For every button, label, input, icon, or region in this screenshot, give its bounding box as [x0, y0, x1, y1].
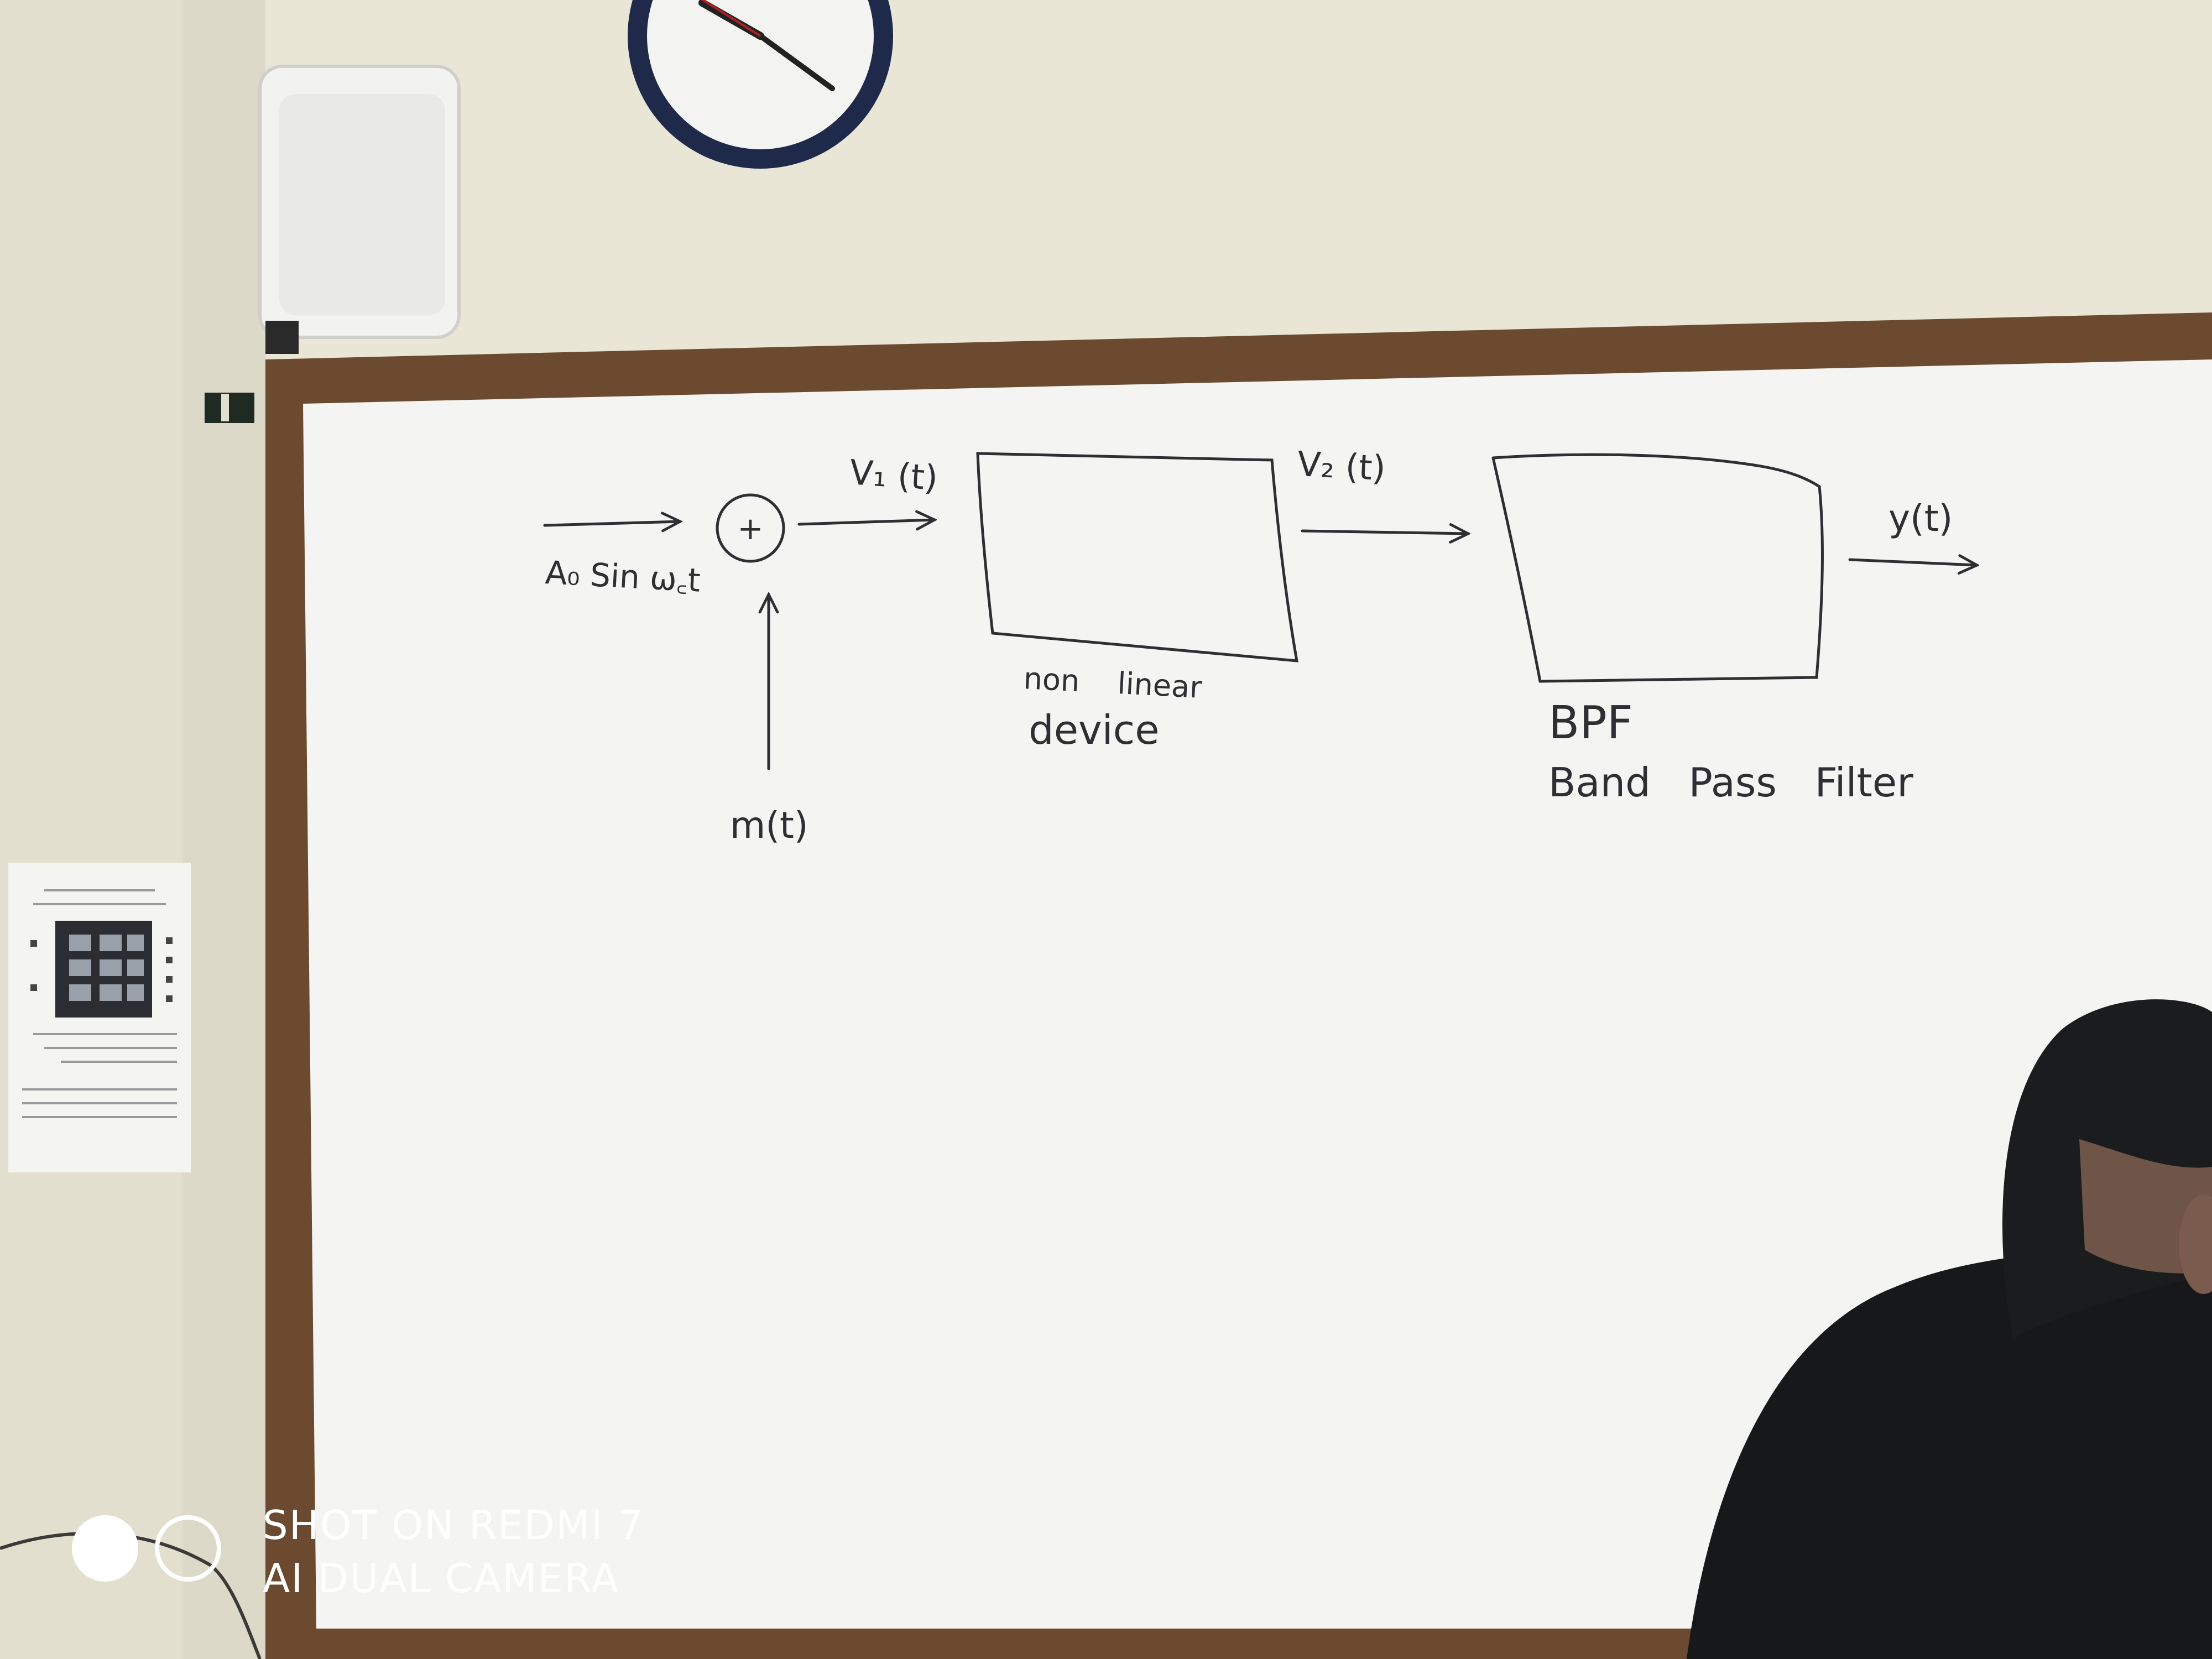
person-silhouette [1687, 999, 2212, 1659]
output-arrow [1848, 560, 1977, 565]
bpf-abbrev: BPF [1548, 697, 1633, 749]
wall-pillar-edge [182, 0, 265, 1659]
left-wall-column [0, 0, 188, 1659]
wall-notice-paper [8, 863, 191, 1172]
summing-junction [716, 493, 785, 563]
pillar-tag [205, 393, 254, 423]
v1-arrow [797, 520, 935, 524]
bpf-full-name: Band Pass Filter [1548, 759, 1913, 806]
v2-label: V₂ (t) [1296, 444, 1386, 488]
camera-watermark: SHOT ON REDMI 7 AI DUAL CAMERA [66, 1488, 675, 1609]
wall-clock [628, 0, 893, 169]
watermark-line-1: SHOT ON REDMI 7 [263, 1502, 644, 1548]
dual-camera-logo-icon [66, 1510, 232, 1587]
input-signal-label: A₀ Sin ω꜀t [544, 554, 701, 599]
nonlinear-caption-line2: device [1029, 707, 1160, 753]
nonlinear-device-box [976, 452, 1299, 662]
v2-arrow [1301, 531, 1468, 534]
summer-plus-symbol: + [738, 511, 764, 547]
watermark-line-2: AI DUAL CAMERA [263, 1555, 620, 1601]
ring-lens-icon [155, 1515, 221, 1582]
v1-label: V₁ (t) [848, 452, 939, 498]
block-diagram [543, 452, 1977, 770]
bpf-box [1491, 453, 1824, 683]
message-label: m(t) [730, 804, 808, 847]
whiteboard-surface [303, 359, 2212, 1629]
output-label: y(t) [1888, 497, 1953, 540]
input-arrow [543, 521, 680, 525]
filled-lens-icon [72, 1515, 138, 1582]
wall-speaker [258, 65, 461, 354]
